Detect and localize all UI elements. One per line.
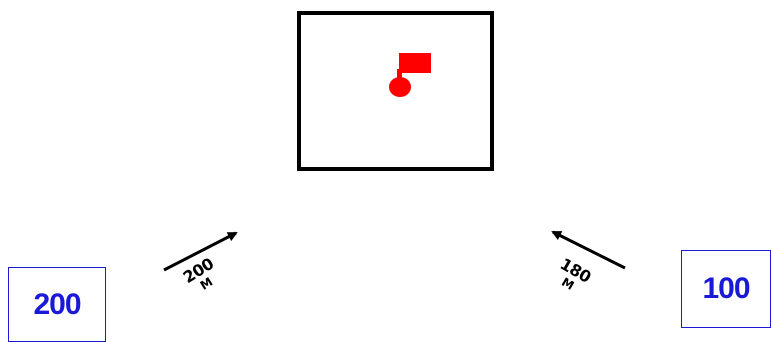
flag-banner — [399, 53, 431, 73]
target-area-box — [297, 11, 494, 171]
right-value-box: 100 — [681, 250, 771, 328]
flag-icon — [389, 53, 431, 97]
left-box-value: 200 — [33, 287, 81, 321]
right-box-value: 100 — [702, 272, 750, 305]
flag-base — [389, 77, 411, 97]
left-value-box: 200 — [8, 267, 106, 342]
left-arrow — [163, 231, 238, 272]
right-arrow — [551, 230, 626, 270]
